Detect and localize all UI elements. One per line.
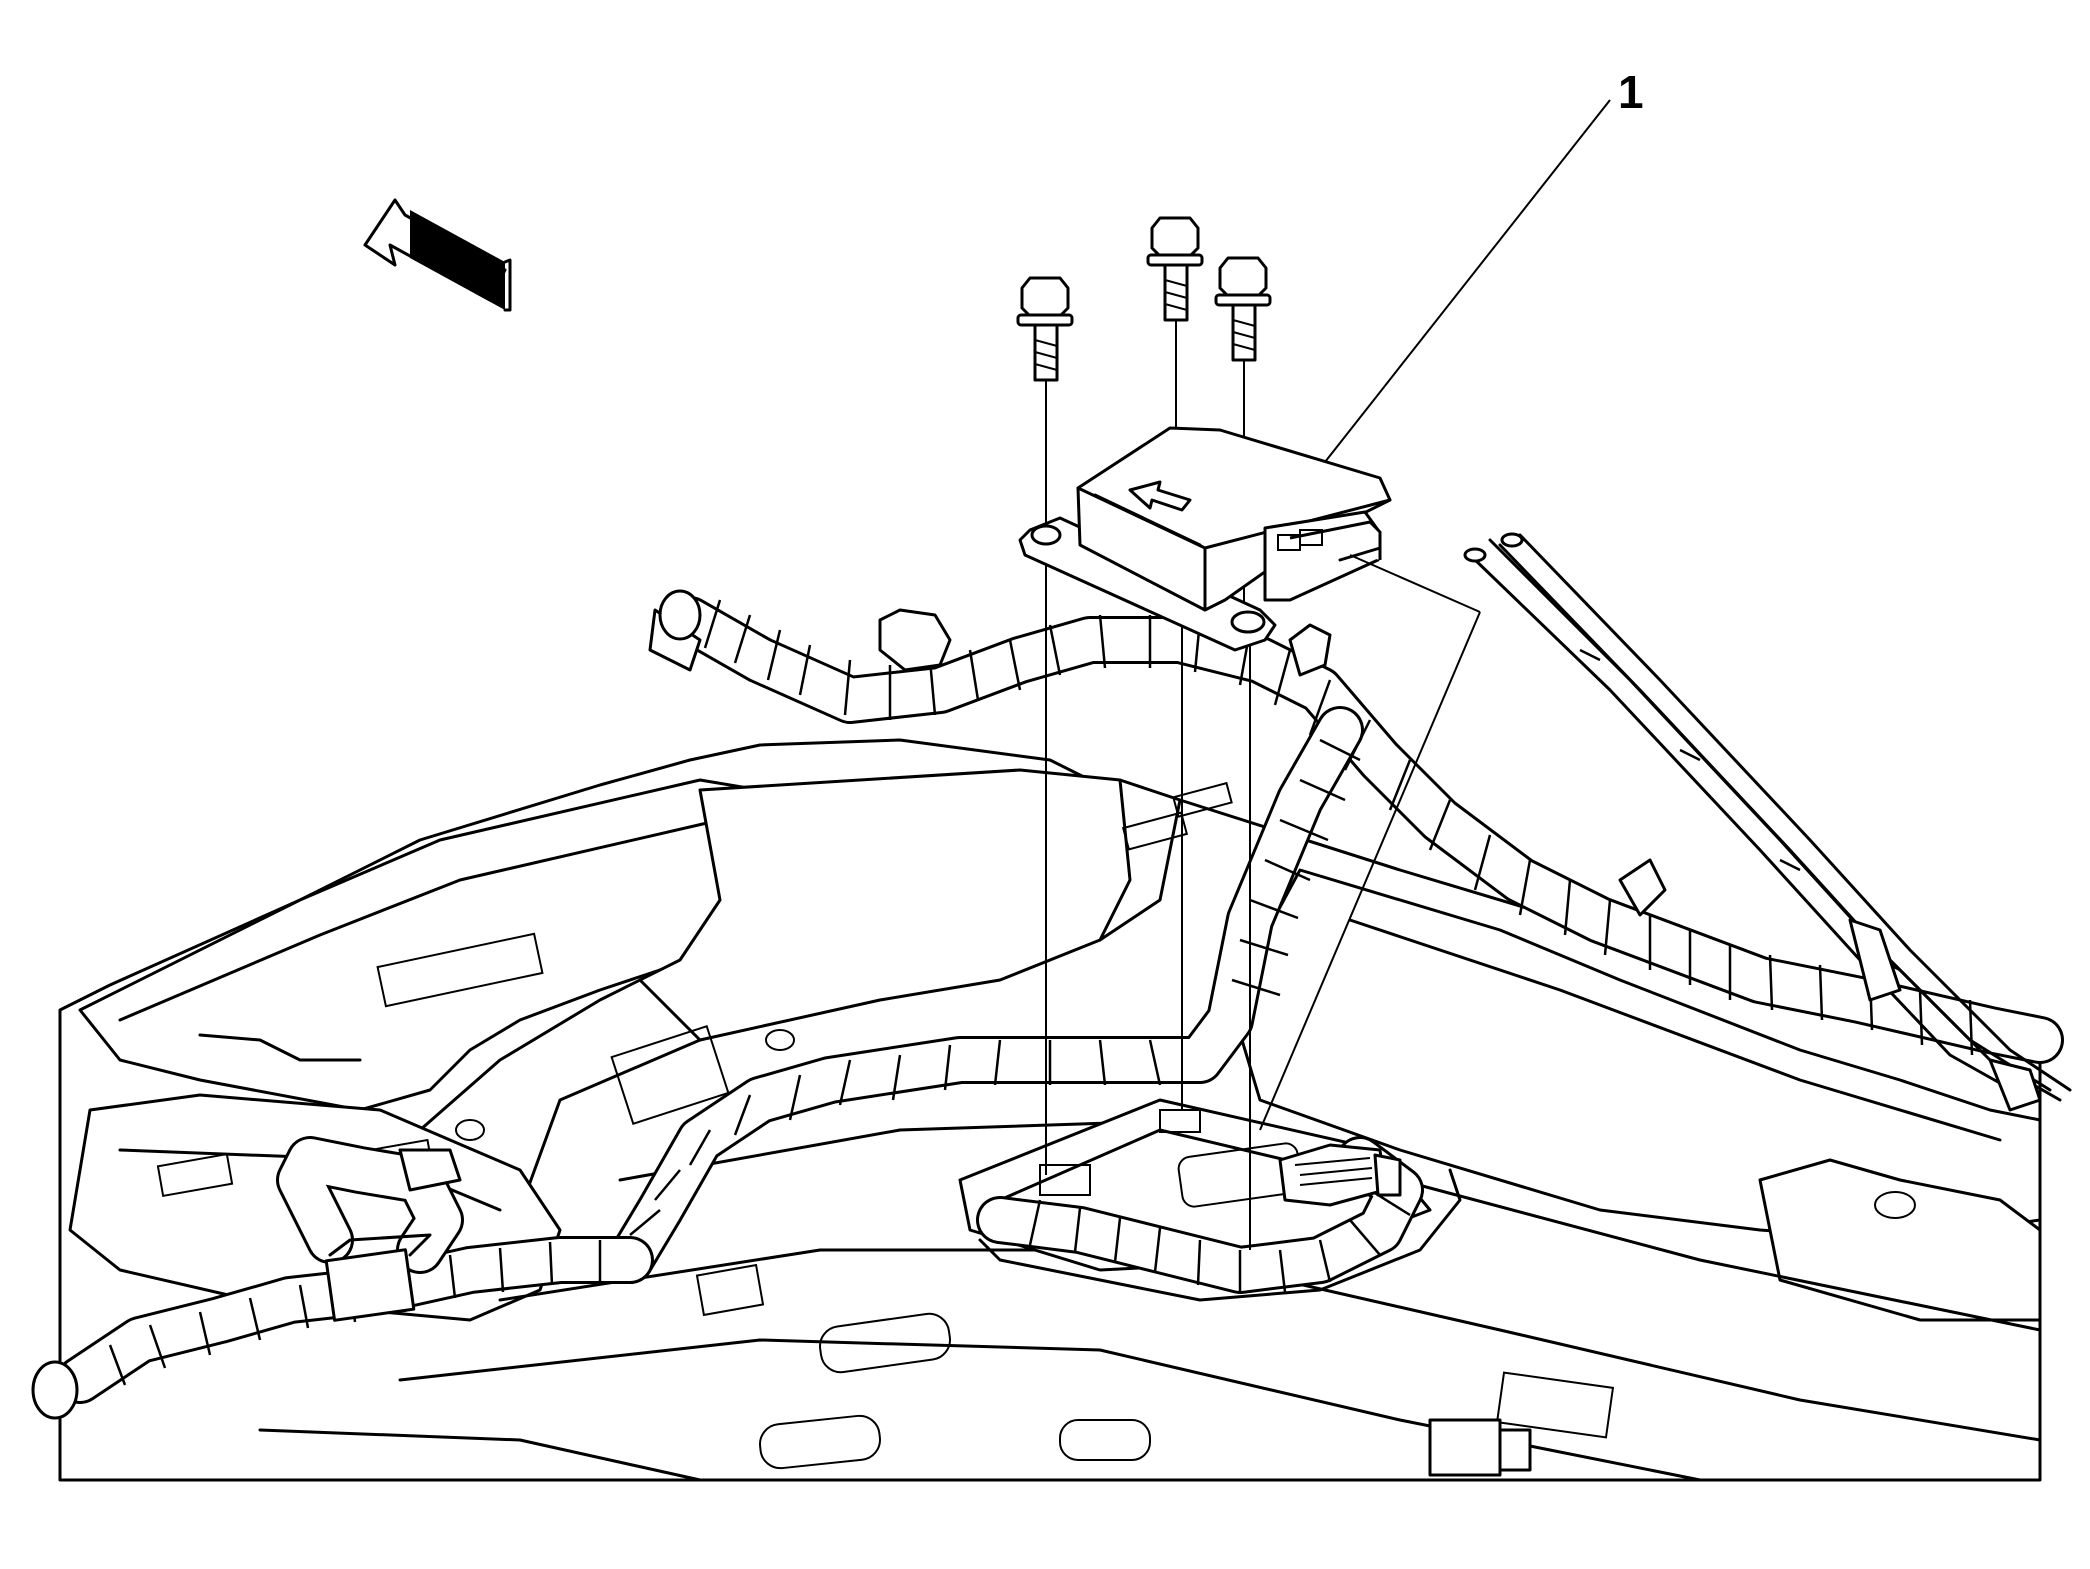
connector-alignment-lines	[1259, 554, 1481, 1131]
floor-pan	[58, 738, 2042, 1482]
antenna-cable	[1463, 532, 2072, 1112]
wiring-harness	[31, 589, 2064, 1420]
bolt-left-icon	[1016, 276, 1074, 1175]
callout-1-label: 1	[1618, 66, 1644, 118]
bolt-center-icon	[1146, 216, 1204, 1110]
harness-connector	[1278, 1143, 1402, 1207]
bolt-right-icon	[1214, 256, 1272, 1250]
callout-1: 1	[1324, 66, 1644, 463]
forward-direction-arrow-icon	[363, 198, 512, 312]
control-module	[1018, 426, 1392, 652]
